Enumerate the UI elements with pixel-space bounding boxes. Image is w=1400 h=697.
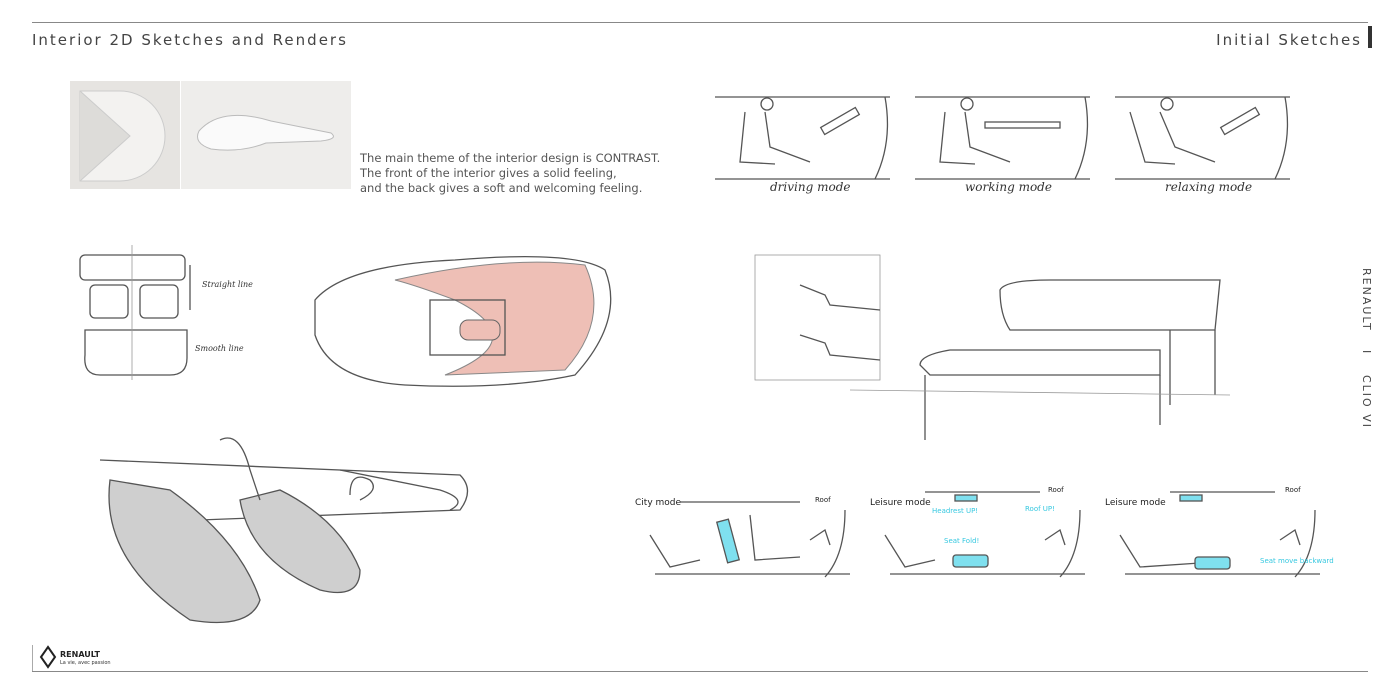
logo-tagline: La vie, avec passion [60, 660, 111, 666]
render-photo-d-panel [70, 81, 180, 189]
side-separator: I [1360, 350, 1373, 356]
mode-label: driving mode [770, 180, 851, 194]
interior-3d-sketch [80, 430, 470, 635]
renault-diamond-icon [39, 645, 57, 669]
mode-label: working mode [965, 180, 1052, 194]
roof-label: Roof [1048, 486, 1064, 494]
page-title: Interior 2D Sketches and Renders [32, 31, 348, 49]
note-roof-up: Roof UP! [1025, 505, 1055, 513]
logo-name: RENAULT [60, 650, 100, 659]
note-headrest-up: Headrest UP! [932, 507, 979, 515]
side-brand: RENAULT [1360, 268, 1373, 332]
seat-layout-sketch: Straight line Smooth line [75, 240, 275, 380]
footer-bracket [32, 645, 33, 672]
description-line: and the back gives a soft and welcoming … [360, 181, 643, 195]
mode-label: Leisure mode [1105, 498, 1166, 508]
render-photo-soft-form [181, 81, 351, 189]
seating-mode-sketches: driving mode working mode relaxing mode [715, 92, 1290, 202]
header-divider [32, 22, 1368, 23]
side-model: CLIO VI [1360, 375, 1373, 429]
mode-label: City mode [635, 498, 682, 508]
note-straight-line: Straight line [202, 280, 253, 289]
roof-label: Roof [1285, 486, 1301, 494]
theme-description: The main theme of the interior design is… [360, 151, 660, 196]
mode-label: relaxing mode [1165, 180, 1253, 194]
note-smooth-line: Smooth line [195, 344, 244, 353]
section-title: Initial Sketches [1216, 31, 1362, 49]
note-seat-backward: Seat move backward [1260, 557, 1334, 565]
description-line: The main theme of the interior design is… [360, 151, 661, 165]
note-seat-fold: Seat Fold! [944, 537, 980, 545]
description-line: The front of the interior gives a solid … [360, 166, 617, 180]
mode-label: Leisure mode [870, 498, 931, 508]
configuration-mode-sketches: City mode Roof Leisure mode Roof Headres… [630, 485, 1340, 585]
dashboard-sketch [750, 254, 1231, 445]
interior-top-view-sketch [305, 240, 635, 400]
section-marker [1368, 26, 1372, 48]
footer-divider [32, 671, 1368, 672]
roof-label: Roof [815, 496, 831, 504]
